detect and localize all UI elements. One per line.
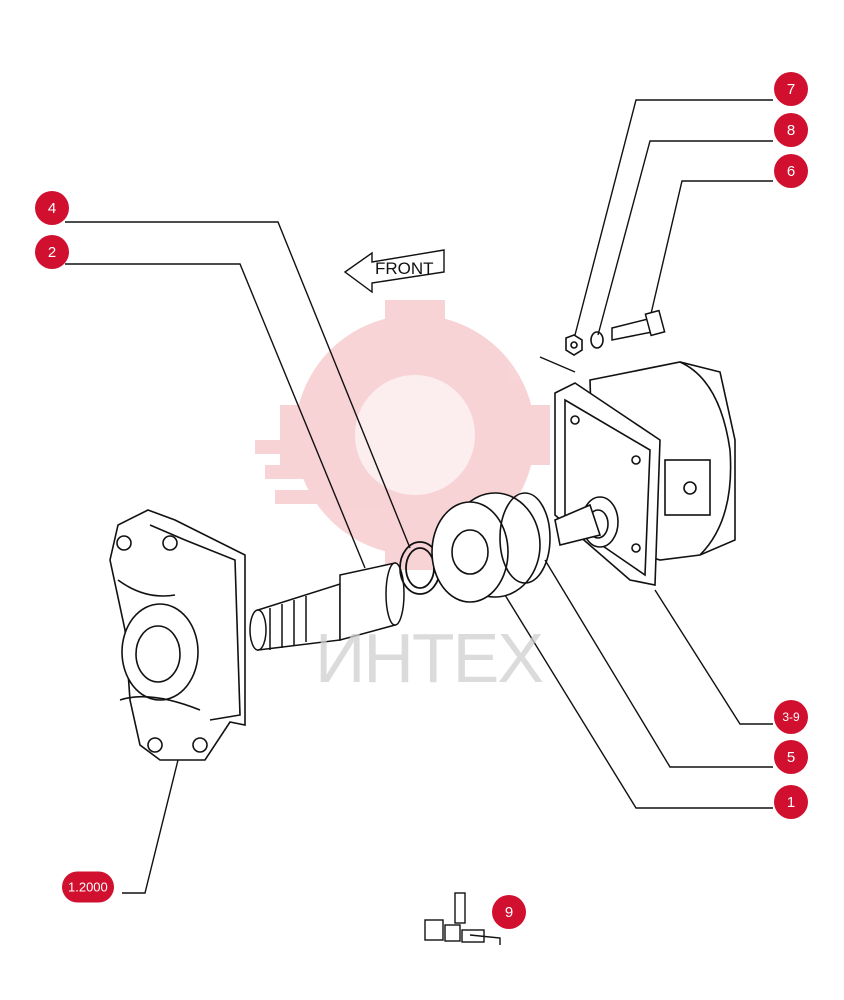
leader-lines	[65, 99, 773, 894]
callout-4[interactable]: 4	[35, 191, 69, 225]
mounting-flange	[109, 509, 246, 761]
front-arrow	[343, 249, 445, 294]
callout-6[interactable]: 6	[774, 154, 808, 188]
callout-7[interactable]: 7	[774, 72, 808, 106]
drive-shaft	[249, 562, 405, 651]
nut	[565, 334, 583, 356]
frame-code-text: 1.2000	[62, 871, 114, 903]
seal-disc	[431, 492, 551, 603]
watermark-text: ИНТЕХ	[315, 619, 544, 697]
repair-kit-icon	[424, 892, 501, 945]
callout-8[interactable]: 8	[774, 113, 808, 147]
bolt	[611, 309, 666, 341]
frame-code-label[interactable]: 1.2000	[62, 871, 114, 903]
front-label: FRONT	[375, 259, 434, 278]
callout-5[interactable]: 5	[774, 740, 808, 774]
hydraulic-pump	[554, 361, 736, 586]
callout-3-9[interactable]: 3-9	[774, 700, 808, 734]
callout-9[interactable]: 9	[492, 895, 526, 929]
washer	[590, 331, 604, 349]
callout-1[interactable]: 1	[774, 785, 808, 819]
callout-2[interactable]: 2	[35, 235, 69, 269]
